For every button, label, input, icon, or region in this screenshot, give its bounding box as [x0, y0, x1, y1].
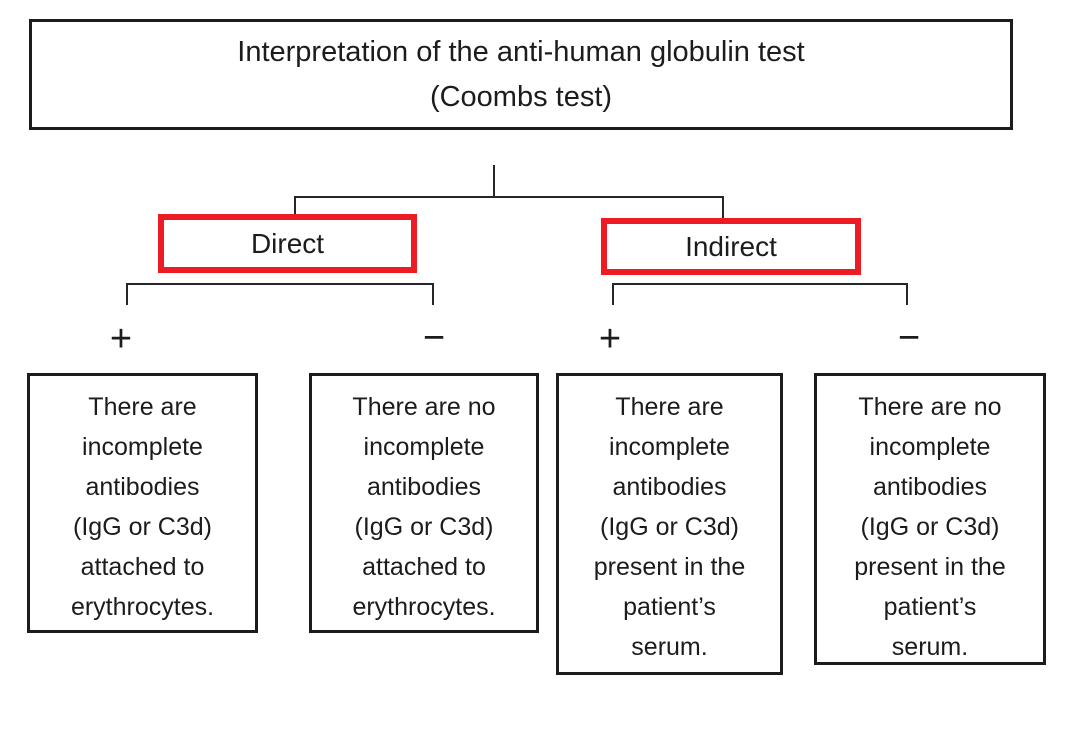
connector-stub-indirect — [722, 196, 724, 219]
branch-box-indirect: Indirect — [601, 218, 861, 275]
outcome-text-line: erythrocytes. — [352, 593, 496, 621]
branch-label-direct: Direct — [250, 227, 325, 259]
outcome-text-line: attached to — [362, 553, 486, 581]
branch-box-direct: Direct — [158, 214, 417, 273]
title-line-1: Interpretation of the anti-human globuli… — [237, 35, 805, 68]
outcome-text-line: patient’s — [883, 593, 977, 621]
outcome-text-line: antibodies — [873, 473, 987, 501]
outcome-box-indirect-positive: There are incomplete antibodies (IgG or … — [556, 373, 783, 675]
outcome-text-line: patient’s — [623, 593, 716, 621]
outcome-text-line: There are — [615, 393, 724, 421]
branch-label-indirect: Indirect — [685, 230, 777, 262]
title-line-2: (Coombs test) — [429, 80, 613, 113]
outcome-text-line: (IgG or C3d) — [860, 513, 1000, 541]
outcome-text-line: (IgG or C3d) — [354, 513, 494, 541]
outcome-text-line: There are — [88, 393, 197, 421]
outcome-box-direct-positive: There are incomplete antibodies (IgG or … — [27, 373, 258, 633]
sign-direct-positive: + — [109, 318, 133, 360]
outcome-text-line: serum. — [891, 633, 969, 661]
outcome-text-line: incomplete — [609, 433, 730, 461]
outcome-box-direct-negative: There are no incomplete antibodies (IgG … — [309, 373, 539, 633]
outcome-text-line: There are no — [858, 393, 1002, 421]
sign-indirect-negative: − — [897, 317, 921, 359]
outcome-text-line: incomplete — [869, 433, 991, 461]
outcome-text-line: erythrocytes. — [70, 593, 215, 621]
connector-stub-direct — [294, 196, 296, 215]
outcome-text-line: (IgG or C3d) — [600, 513, 739, 541]
outcome-text-line: antibodies — [612, 473, 727, 501]
outcome-text-line: antibodies — [85, 473, 200, 501]
bracket-direct — [126, 283, 434, 305]
connector-main-horizontal — [294, 196, 724, 198]
outcome-box-indirect-negative: There are no incomplete antibodies (IgG … — [814, 373, 1046, 665]
outcome-text-line: incomplete — [82, 433, 203, 461]
outcome-text-line: There are no — [352, 393, 496, 421]
title-box: Interpretation of the anti-human globuli… — [29, 19, 1013, 130]
sign-direct-negative: − — [422, 317, 446, 359]
outcome-text-line: present in the — [593, 553, 746, 581]
outcome-text-line: attached to — [80, 553, 205, 581]
sign-indirect-positive: + — [598, 318, 622, 360]
outcome-text-line: (IgG or C3d) — [73, 513, 212, 541]
outcome-text-line: present in the — [854, 553, 1006, 581]
connector-root-vertical — [493, 165, 495, 197]
outcome-text-line: antibodies — [367, 473, 481, 501]
outcome-text-line: incomplete — [363, 433, 485, 461]
outcome-text-line: serum. — [631, 633, 708, 661]
bracket-indirect — [612, 283, 908, 305]
